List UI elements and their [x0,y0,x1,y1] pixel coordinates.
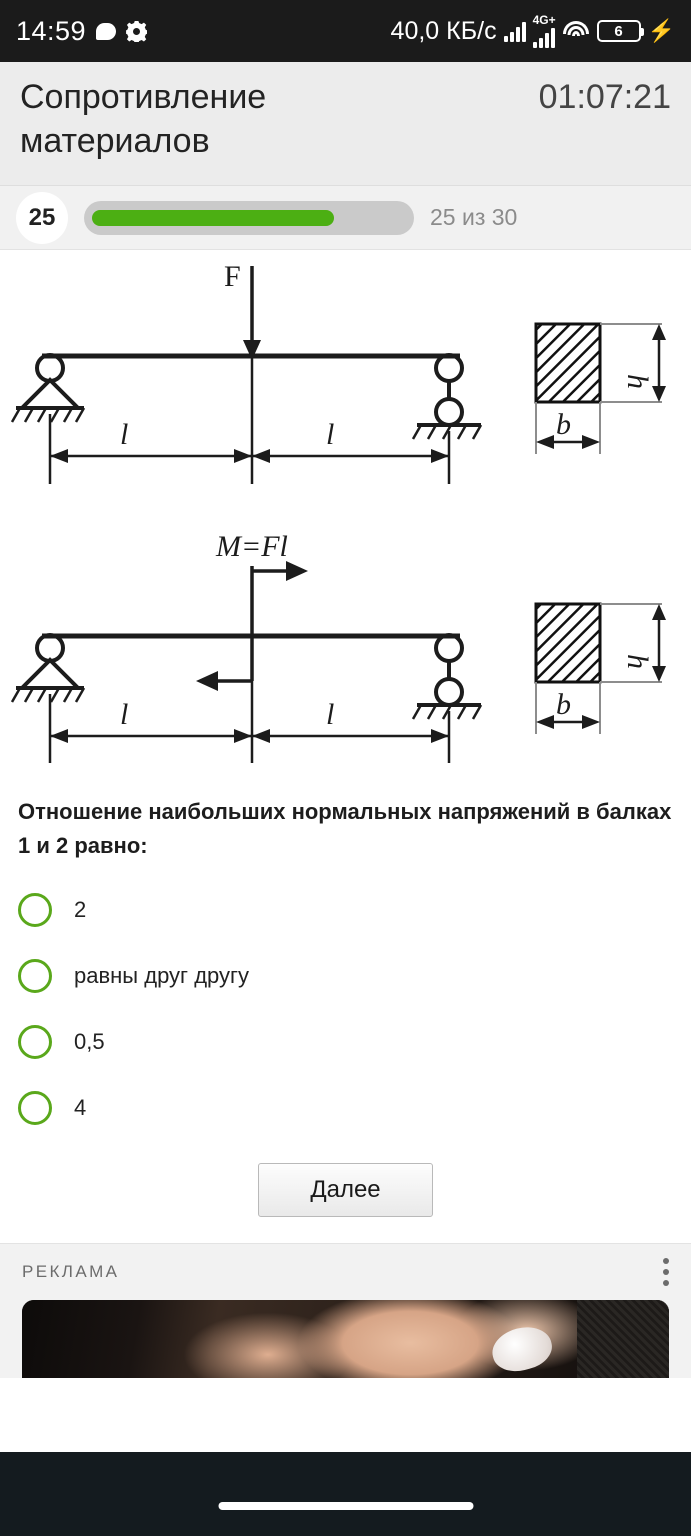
question-content: F l l [0,250,691,1244]
ad-image-texture [577,1300,669,1379]
advertisement-header: РЕКЛАМА [0,1244,691,1300]
system-navigation-bar [0,1452,691,1536]
force-label-f: F [224,260,241,293]
signal-bars-icon [503,20,526,42]
section-width-label-2: b [556,688,571,721]
section-height-label-2: h [621,654,654,669]
answer-option-3[interactable]: 0,5 [18,1009,673,1075]
answer-option-2[interactable]: равны друг другу [18,943,673,1009]
wifi-icon [563,20,590,42]
question-number-badge: 25 [16,191,68,244]
question-text: Отношение наибольших нормальных напряжен… [18,799,672,859]
advertisement-block: РЕКЛАМА [0,1243,691,1379]
answer-options-list: 2 равны друг другу 0,5 4 [0,869,691,1141]
span-label-right-2: l [326,698,334,731]
figure-container: F l l [0,250,691,781]
progress-bar-row: 25 25 из 30 [0,186,691,251]
next-button-row: Далее [0,1141,691,1243]
status-clock: 14:59 [16,15,87,46]
header: Сопротивление материалов 01:07:21 [0,62,691,187]
ad-image-hand [22,1300,669,1379]
overflow-menu-icon[interactable] [663,1258,669,1287]
cross-section-shape-2 [534,602,602,684]
network-type-icon: 4G+ [532,12,556,48]
advertisement-image[interactable] [22,1300,669,1379]
radio-button-icon[interactable] [18,959,52,994]
chat-bubble-icon [96,22,117,40]
radio-button-icon[interactable] [18,893,52,928]
answer-option-label: 4 [74,1095,87,1121]
answer-option-label: 0,5 [74,1029,105,1055]
countdown-timer: 01:07:21 [538,78,671,116]
radio-button-icon[interactable] [18,1091,52,1126]
network-type-label: 4G+ [532,12,556,27]
beam-diagram-1: F l l [10,260,666,485]
next-button[interactable]: Далее [258,1163,433,1218]
status-bar-left: 14:59 [16,16,147,47]
radio-button-icon[interactable] [18,1025,52,1060]
battery-icon: 6 [596,20,644,42]
answer-option-label: равны друг другу [74,963,250,989]
section-width-label: b [556,408,571,441]
cross-section-shape [534,322,602,404]
answer-option-1[interactable]: 2 [18,877,673,943]
advertisement-label: РЕКЛАМА [22,1262,120,1282]
status-bar: 14:59 40,0 КБ/c 4G+ 6 ⚡ [0,0,691,62]
span-label-left-2: l [120,698,128,731]
gear-icon [126,21,147,42]
progress-counter-label: 25 из 30 [430,204,518,231]
moment-label: M=Fl [215,530,288,563]
span-label-left: l [120,418,128,451]
progress-fill [92,209,334,226]
section-height-label: h [621,374,654,389]
span-label-right: l [326,418,334,451]
signal-bars-icon-secondary [533,26,556,48]
battery-level-label: 6 [614,22,623,40]
answer-option-4[interactable]: 4 [18,1075,673,1141]
status-bar-right: 40,0 КБ/c 4G+ 6 ⚡ [390,12,675,48]
page-title: Сопротивление материалов [20,78,267,160]
beam-diagram-2: M=Fl l l [10,530,666,764]
answer-option-label: 2 [74,897,87,923]
progress-track [84,200,414,235]
network-speed-label: 40,0 КБ/c [390,16,497,45]
home-indicator[interactable] [218,1502,473,1510]
lightning-bolt-icon: ⚡ [647,18,675,43]
